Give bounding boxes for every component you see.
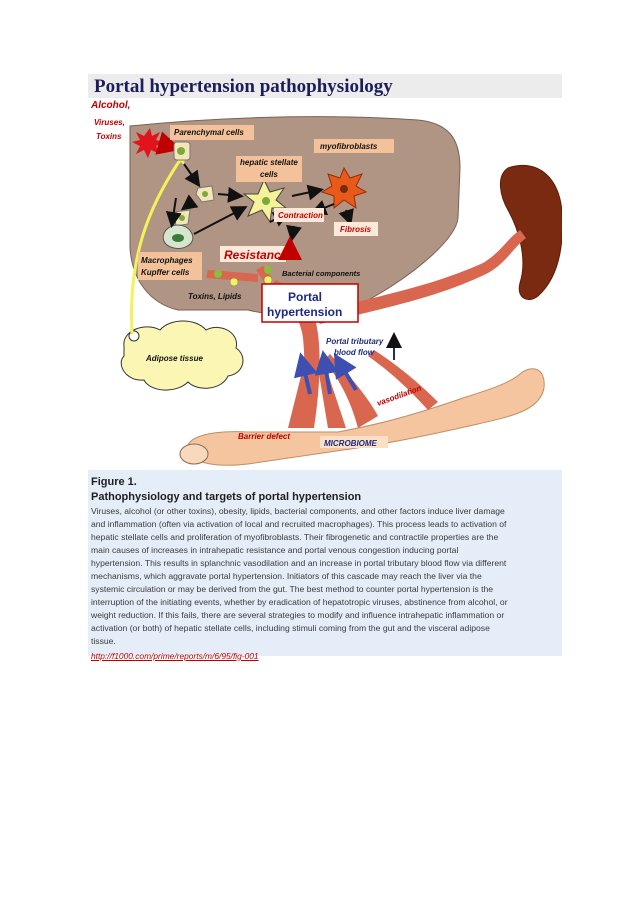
fibrosis-label-box [334, 222, 378, 236]
portal-hypertension-box [261, 283, 359, 323]
label-tributary-1: Portal tributary [326, 337, 384, 346]
toxin-starburst [132, 128, 164, 158]
tributary-vein-1 [288, 368, 310, 428]
figure-diagram: Alcohol, Viruses, Toxins Parenchymal cel… [88, 98, 562, 470]
bacterial-dot-2 [229, 277, 239, 287]
macrophages-label-box [138, 252, 202, 280]
myofibroblasts-label-box [314, 139, 394, 153]
label-viruses: Viruses, [94, 118, 125, 127]
label-stellate-1: hepatic stellate [240, 158, 298, 167]
caption-line: Viruses, alcohol (or other toxins), obes… [91, 506, 505, 516]
label-resistance: Resistance [224, 248, 288, 262]
parenchymal-nucleus [177, 147, 185, 155]
label-toxins-lipids: Toxins, Lipids [188, 292, 242, 301]
caption-line: activation (or both) of hepatic stellate… [91, 623, 490, 633]
caption-line: and inflammation (often via activation o… [91, 519, 507, 529]
caption-line: main causes of increases in intrahepatic… [91, 545, 459, 555]
intestine-shape [187, 368, 545, 466]
adipose-cloud [120, 320, 244, 391]
contraction-label-box [274, 208, 324, 222]
label-bacterial: Bacterial components [282, 269, 360, 278]
figure-caption-text: Viruses, alcohol (or other toxins), obes… [91, 505, 558, 648]
resistance-label-box [220, 246, 286, 262]
label-adipose: Adipose tissue [145, 354, 203, 363]
microbiome-label-box [320, 436, 388, 448]
parenchymal-label-box [170, 125, 254, 140]
label-parenchymal: Parenchymal cells [174, 128, 244, 137]
bacterial-dot-3 [264, 266, 272, 274]
tributary-vein-2 [318, 368, 346, 428]
yellow-arrow [130, 159, 182, 335]
intestine-end [179, 443, 209, 465]
arrow-damaged-stellate [217, 186, 244, 203]
label-macrophages-2: Kupffer cells [141, 268, 190, 277]
arrow-myo-fibrosis [338, 208, 354, 226]
label-toxins-top: Toxins [96, 132, 122, 141]
bacterial-dot-4 [263, 275, 273, 285]
splenic-vein [313, 230, 526, 324]
label-fibrosis: Fibrosis [340, 225, 372, 234]
label-contraction: Contraction [278, 211, 323, 220]
arrow-macrophage-stellate [193, 206, 248, 235]
label-alcohol: Alcohol, [90, 100, 130, 111]
arrow-parenchymal-damaged [183, 163, 201, 188]
caption-line: interruption of the initiating events, w… [91, 597, 508, 607]
stellate-label-box [236, 156, 302, 182]
pathophysiology-diagram: Alcohol, Viruses, Toxins Parenchymal cel… [90, 100, 562, 466]
flow-arrow-2 [314, 350, 339, 395]
caption-line: weight reduction. If this fails, there a… [91, 610, 505, 620]
flow-arrow-3 [333, 353, 358, 392]
caption-line: mechanisms, which aggravate portal hyper… [91, 571, 482, 581]
caption-line: hepatic stellate cells and proliferation… [91, 532, 499, 542]
caption-line: tissue. [91, 636, 116, 646]
figure-title: Pathophysiology and targets of portal hy… [91, 491, 362, 503]
caption-line: systemic circulation or may be derived f… [91, 584, 494, 594]
tributary-vein-4 [368, 350, 438, 410]
figure-number: Figure 1. [91, 476, 137, 488]
page-title: Portal hypertension pathophysiology [94, 76, 393, 97]
title-bar: Portal hypertension pathophysiology [88, 74, 562, 98]
spleen-shape [500, 164, 562, 300]
arrow-stellate-myo [291, 184, 324, 201]
bacterial-dot-1 [214, 270, 222, 278]
label-portal: Portal [288, 290, 322, 304]
caption-line: hypertension. This results in splanchnic… [91, 558, 507, 568]
arrow-damaged-down [180, 194, 199, 211]
label-hypertension: hypertension [267, 305, 342, 319]
label-myofibroblasts: myofibroblasts [320, 142, 378, 151]
arrow-parenchymal-macrophage [165, 197, 182, 228]
caption-box: Figure 1. Pathophysiology and targets of… [88, 470, 562, 661]
label-stellate-2: cells [260, 170, 278, 179]
flow-arrow-1 [293, 352, 318, 395]
label-tributary-2: blood flow [334, 348, 375, 357]
label-microbiome: MICROBIOME [324, 439, 378, 448]
figure-source-link[interactable]: http://f1000.com/prime/reports/m/6/95/fi… [91, 651, 259, 661]
label-macrophages-1: Macrophages [141, 256, 193, 265]
label-barrier: Barrier defect [238, 432, 290, 441]
